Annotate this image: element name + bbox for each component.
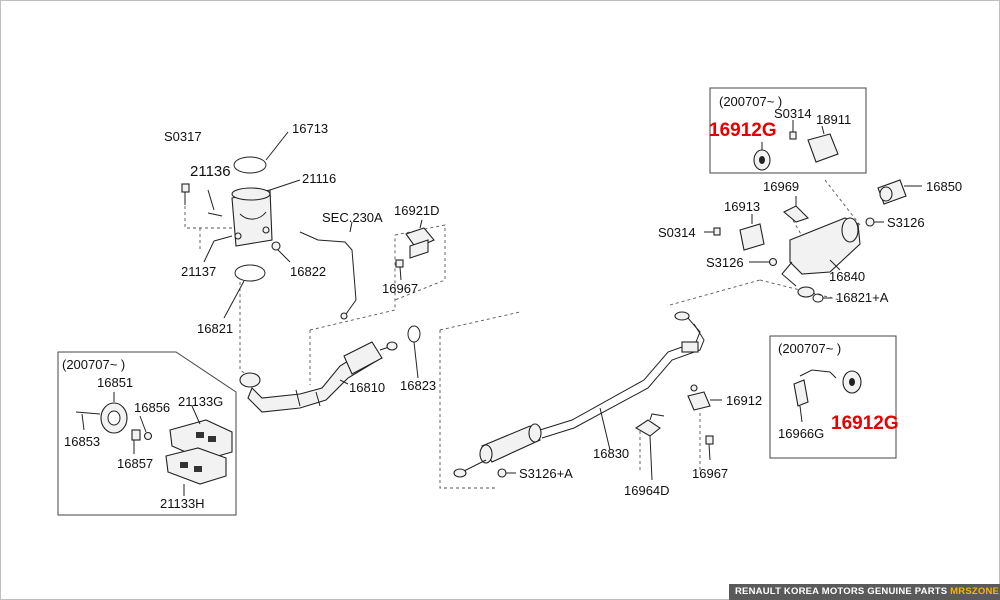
label-16856: 16856	[134, 400, 170, 415]
label-16964d: 16964D	[624, 483, 670, 498]
bolt-s0314-inset	[789, 120, 797, 140]
label-16853: 16853	[64, 434, 100, 449]
label-16967-top: 16967	[382, 281, 418, 296]
label-16821a: 16821+A	[836, 290, 889, 305]
nut-s3126a	[497, 468, 516, 478]
label-s0314-main: S0314	[658, 225, 696, 240]
bolt-s0317	[181, 183, 190, 205]
hanger-18911	[807, 125, 839, 163]
label-16912g-top: 16912G	[709, 120, 777, 141]
label-16830: 16830	[593, 446, 629, 461]
label-16966g: 16966G	[778, 426, 824, 441]
label-16912: 16912	[726, 393, 762, 408]
label-s3126-b: S3126	[706, 255, 744, 270]
label-16913: 16913	[724, 199, 760, 214]
tip-16850	[877, 179, 922, 205]
label-16850: 16850	[926, 179, 962, 194]
nut-16856	[139, 415, 153, 441]
muffler-16840	[781, 217, 861, 298]
bracket-16921d	[405, 219, 435, 259]
label-16840: 16840	[829, 269, 865, 284]
label-16912g-bottom: 16912G	[831, 413, 899, 434]
rubber-16912g-top	[753, 142, 771, 171]
label-21116: 21116	[302, 171, 336, 186]
label-21133g: 21133G	[178, 394, 223, 409]
label-16713: 16713	[292, 121, 328, 136]
label-s0314-inset: S0314	[774, 106, 812, 121]
footer-text: RENAULT KOREA MOTORS GENUINE PARTS	[735, 586, 951, 597]
stud-21137	[203, 235, 233, 263]
label-s0317: S0317	[164, 129, 202, 144]
label-16821: 16821	[197, 321, 233, 336]
inset-right	[769, 335, 897, 459]
label-s3126: S3126	[887, 215, 925, 230]
label-16822: 16822	[290, 264, 326, 279]
label-16969: 16969	[763, 179, 799, 194]
stud-21136	[207, 189, 223, 217]
label-inset-left-note: (200707~ )	[62, 357, 125, 372]
bolt-s0314	[704, 227, 721, 236]
footer-banner: RENAULT KOREA MOTORS GENUINE PARTS MRSZO…	[729, 584, 1000, 600]
nut-s3126-b	[749, 257, 778, 267]
inset-top	[709, 87, 867, 174]
catalyst-21116	[231, 179, 301, 247]
front-pipe-16810	[239, 341, 398, 413]
label-21133h: 21133H	[160, 496, 205, 511]
label-sec230a: SEC.230A	[322, 210, 383, 225]
label-s3126a: S3126+A	[519, 466, 573, 481]
bracket-16969	[783, 196, 810, 223]
label-16857: 16857	[117, 456, 153, 471]
nut-16822	[271, 241, 291, 263]
label-16823: 16823	[400, 378, 436, 393]
gasket-16821a	[812, 293, 832, 303]
label-inset-top-note: (200707~ )	[719, 94, 782, 109]
stud-16853	[75, 411, 101, 431]
flange-16851	[100, 392, 128, 434]
bolt-16967-top	[395, 259, 404, 281]
label-16851: 16851	[97, 375, 133, 390]
label-16810: 16810	[349, 380, 385, 395]
gasket-16823	[407, 325, 421, 379]
gasket-16713	[233, 131, 289, 174]
sensor-sec230a	[299, 221, 357, 320]
labels: S0317 16713 21136 21116 21137 16822 1682…	[62, 94, 962, 511]
bracket-16964d	[634, 413, 665, 481]
hanger-16966g	[793, 369, 837, 423]
hanger-16912	[687, 384, 722, 411]
nut-s3126	[865, 217, 884, 227]
label-16967-bottom: 16967	[692, 466, 728, 481]
center-pipe-16830	[453, 311, 705, 478]
label-16921d: 16921D	[394, 203, 440, 218]
gasket-16821	[223, 264, 266, 319]
heatshield-21133h	[165, 447, 227, 496]
hanger-16913	[739, 214, 765, 251]
spring-16857	[131, 429, 141, 454]
rubber-16912g-bottom	[842, 370, 862, 394]
footer-accent: MRSZONE	[950, 586, 1000, 597]
bolt-16967-bottom	[705, 435, 714, 461]
label-18911: 18911	[816, 112, 851, 127]
label-inset-right-note: (200707~ )	[778, 341, 841, 356]
heatshield-21133g	[169, 405, 233, 461]
label-21137: 21137	[181, 264, 216, 279]
label-21136: 21136	[190, 163, 231, 180]
